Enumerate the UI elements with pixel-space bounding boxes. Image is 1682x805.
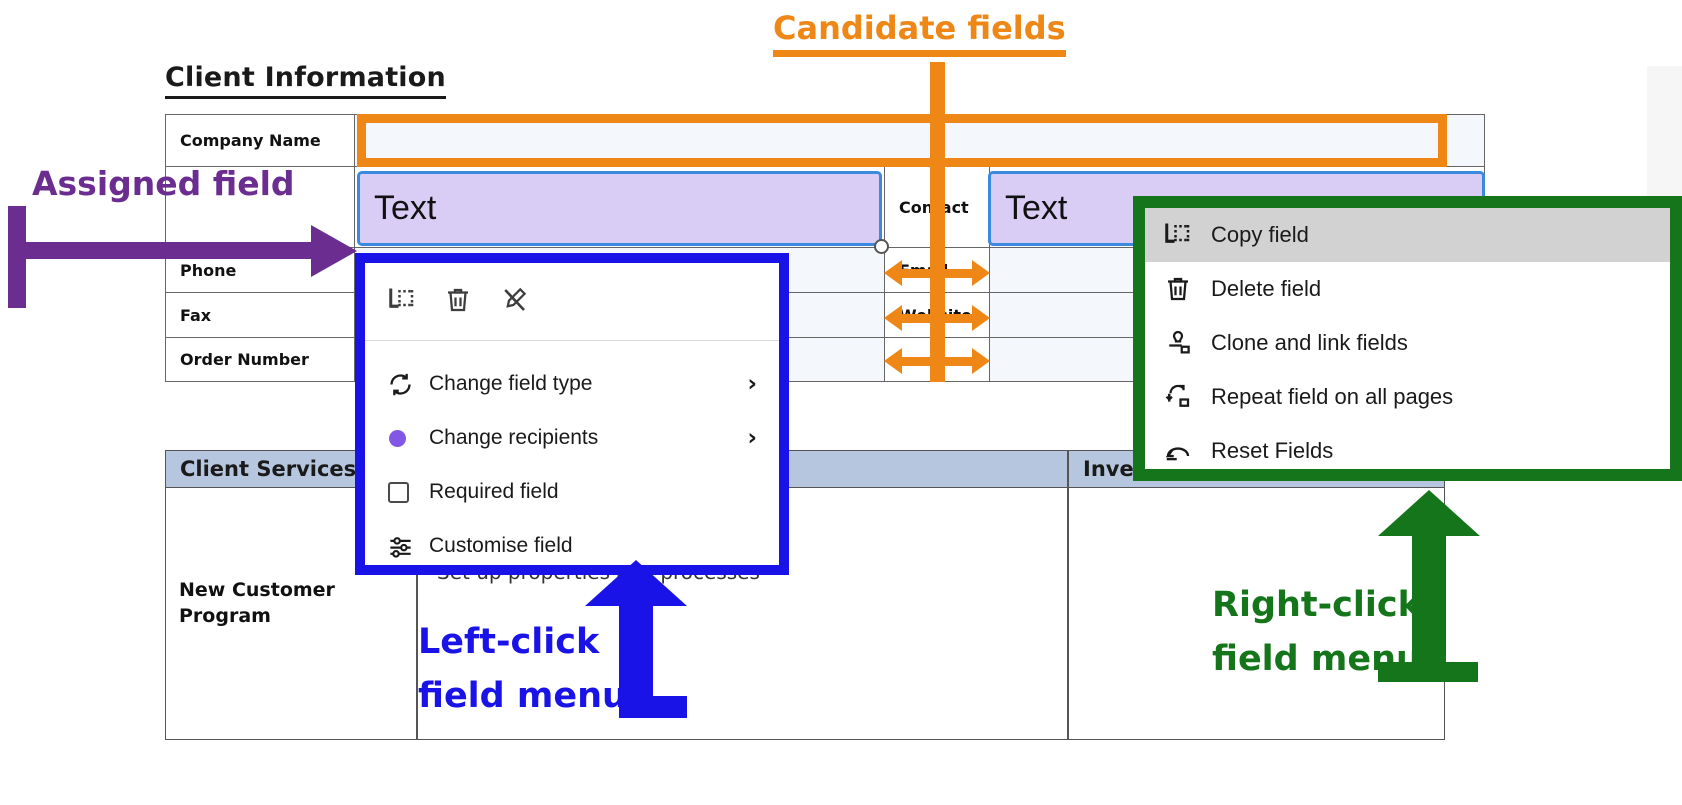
right-click-callout-arrow xyxy=(1378,490,1480,695)
assigned-form-field-left[interactable]: Text xyxy=(357,171,882,246)
trash-icon[interactable] xyxy=(443,285,473,319)
recipient-dot-icon xyxy=(387,429,429,447)
checkbox-icon[interactable] xyxy=(387,481,429,503)
left-click-callout-label: Left-click field menu xyxy=(418,615,627,724)
menu-item-label: Clone and link fields xyxy=(1211,330,1408,355)
left-click-callout-line2: field menu xyxy=(418,676,627,717)
copy-field-icon xyxy=(1163,220,1211,250)
candidate-annotation-label: Candidate fields xyxy=(773,10,1066,57)
menu-item-label: Required field xyxy=(429,480,559,503)
menu-item-label: Repeat field on all pages xyxy=(1211,384,1454,409)
left-click-field-menu[interactable]: Change field type › Change recipients › … xyxy=(355,253,789,575)
copy-field-icon[interactable] xyxy=(387,285,417,319)
unassign-pen-icon[interactable] xyxy=(499,285,529,319)
right-click-callout-line2: field menu xyxy=(1212,639,1421,680)
left-click-callout-arrow xyxy=(585,560,687,730)
left-click-menu-toolbar xyxy=(365,263,779,341)
repeat-icon xyxy=(1163,382,1211,412)
candidate-annotation-stem xyxy=(930,62,945,382)
row-label-company-name: Company Name xyxy=(165,114,355,167)
refresh-icon xyxy=(387,371,429,398)
menu-item-label: Delete field xyxy=(1211,276,1322,301)
row-label-order-number: Order Number xyxy=(165,338,355,382)
menu-item-customise-field[interactable]: Customise field xyxy=(365,519,779,573)
menu-item-delete-field[interactable]: Delete field xyxy=(1145,262,1670,316)
menu-item-reset-fields[interactable]: Reset Fields xyxy=(1145,424,1670,478)
candidate-annotation-arrow-order xyxy=(884,348,990,374)
chevron-right-icon: › xyxy=(747,371,757,397)
undo-icon xyxy=(1163,436,1211,466)
menu-item-clone-and-link-fields[interactable]: Clone and link fields xyxy=(1145,316,1670,370)
right-click-callout-line1: Right-click xyxy=(1212,585,1421,625)
candidate-annotation-arrow-website xyxy=(884,305,990,331)
menu-item-copy-field[interactable]: Copy field xyxy=(1145,208,1670,262)
menu-item-label: Change recipients xyxy=(429,426,599,449)
chevron-right-icon: › xyxy=(747,425,757,451)
menu-item-change-recipients[interactable]: Change recipients › xyxy=(365,411,779,465)
right-click-field-menu[interactable]: Copy field Delete field Clone and link f… xyxy=(1133,196,1682,481)
candidate-annotation-arrow-email xyxy=(884,260,990,286)
page-title: Client Information xyxy=(165,62,446,100)
menu-item-change-field-type[interactable]: Change field type › xyxy=(365,357,779,411)
menu-item-label: Copy field xyxy=(1211,222,1309,247)
trash-icon xyxy=(1163,274,1211,304)
candidate-annotation-box xyxy=(357,114,1447,167)
row-label-fax: Fax xyxy=(165,293,355,338)
menu-item-label: Customise field xyxy=(429,534,573,557)
menu-item-label: Change field type xyxy=(429,372,593,395)
menu-item-required-field[interactable]: Required field xyxy=(365,465,779,519)
menu-item-label: Reset Fields xyxy=(1211,438,1334,463)
row-label-new-customer-program: New Customer Program xyxy=(179,579,335,627)
field-resize-handle[interactable] xyxy=(874,239,889,254)
sliders-icon xyxy=(387,533,429,560)
assigned-annotation-arrow xyxy=(8,206,358,308)
stamp-icon xyxy=(1163,328,1211,358)
menu-item-repeat-field-on-all-pages[interactable]: Repeat field on all pages xyxy=(1145,370,1670,424)
right-click-callout-label: Right-click field menu xyxy=(1212,578,1421,687)
assigned-annotation-label: Assigned field xyxy=(32,164,295,203)
left-click-callout-line1: Left-click xyxy=(418,622,600,662)
